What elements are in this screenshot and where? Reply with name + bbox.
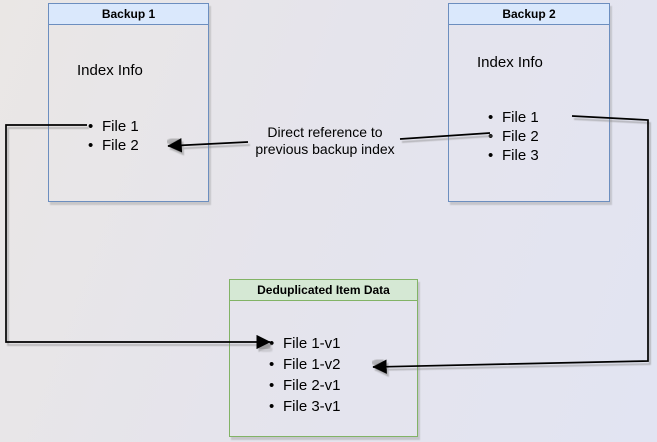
dedup-box: Deduplicated Item Data File 1-v1 File 1-…: [229, 279, 418, 437]
list-item: File 2: [488, 127, 539, 146]
dedup-header: Deduplicated Item Data: [230, 280, 417, 301]
backup1-title: Backup 1: [101, 7, 156, 21]
backup2-file-list: File 1 File 2 File 3: [488, 108, 539, 165]
edge-annotation-line1: Direct reference to: [267, 124, 383, 140]
backup1-file-list: File 1 File 2: [88, 117, 139, 155]
dedup-file-list: File 1-v1 File 1-v2 File 2-v1 File 3-v1: [269, 333, 341, 417]
list-item: File 3-v1: [269, 396, 341, 417]
backup2-box: Backup 2 Index Info File 1 File 2 File 3: [448, 3, 610, 202]
backup1-box: Backup 1 Index Info File 1 File 2: [48, 3, 209, 202]
backup1-index-info-label: Index Info: [77, 62, 143, 79]
list-item: File 1: [488, 108, 539, 127]
list-item: File 1-v2: [269, 354, 341, 375]
list-item: File 2: [88, 136, 139, 155]
edge-annotation: Direct reference to previous backup inde…: [243, 124, 407, 158]
backup2-title: Backup 2: [502, 7, 556, 21]
backup2-header: Backup 2: [449, 4, 609, 25]
list-item: File 1: [88, 117, 139, 136]
list-item: File 3: [488, 146, 539, 165]
list-item: File 1-v1: [269, 333, 341, 354]
edge-annotation-line2: previous backup index: [255, 141, 395, 157]
dedup-title: Deduplicated Item Data: [257, 283, 390, 297]
backup1-header: Backup 1: [49, 4, 208, 25]
backup2-index-info-label: Index Info: [477, 54, 543, 71]
list-item: File 2-v1: [269, 375, 341, 396]
